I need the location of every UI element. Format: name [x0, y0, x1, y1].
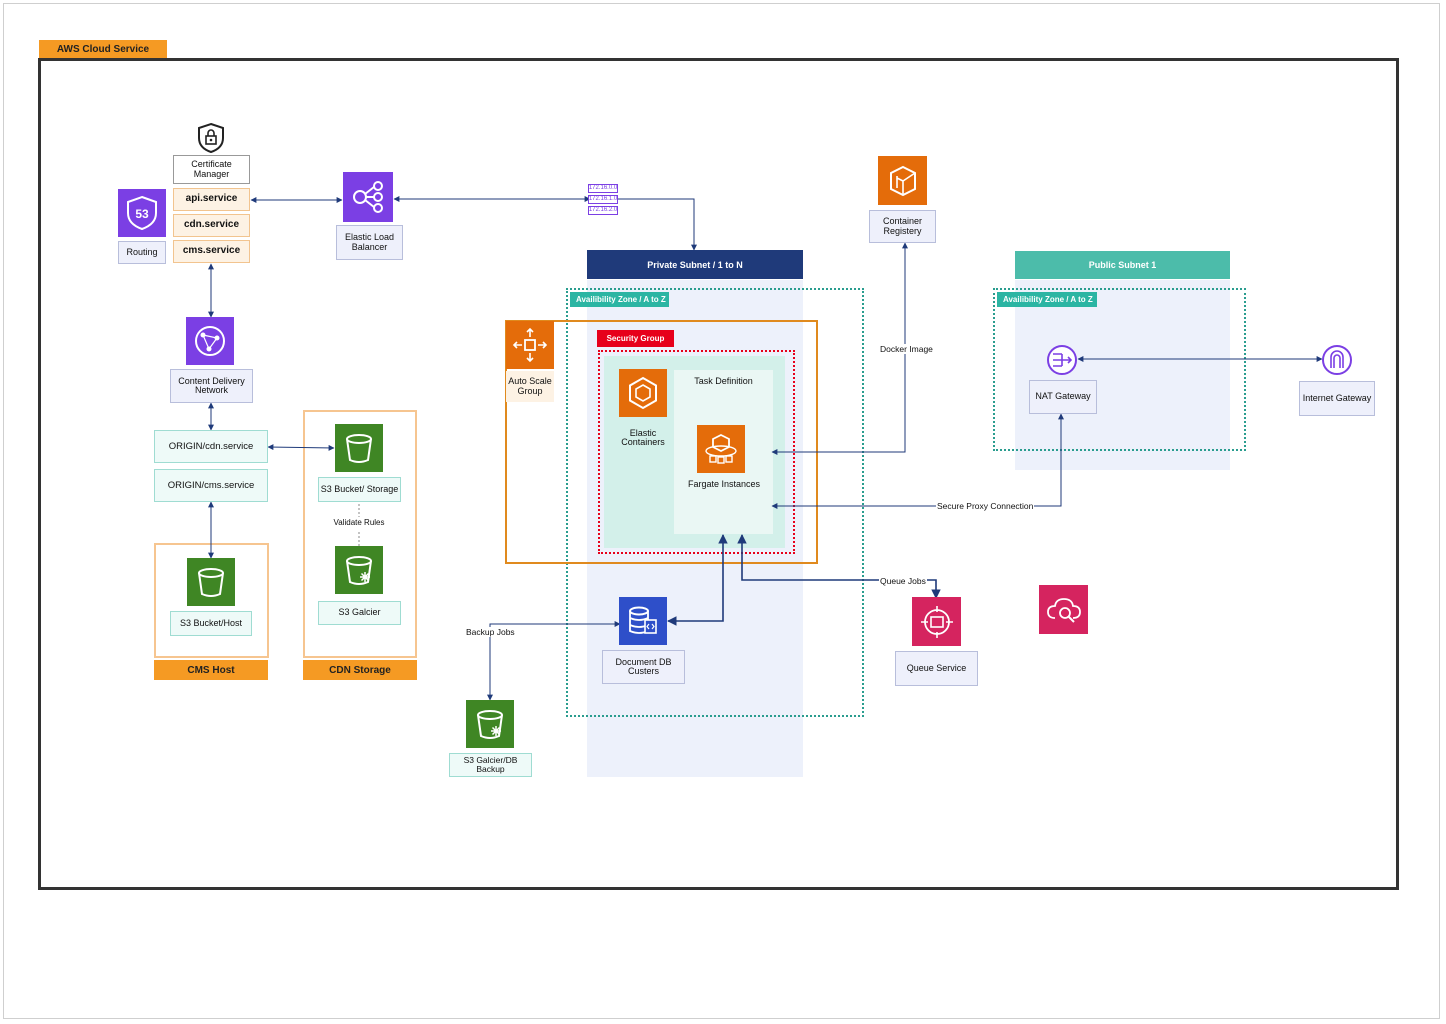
docker-image-label: Docker Image	[879, 344, 934, 354]
page-border	[3, 3, 1440, 1019]
validate-rules-label: Validate Rules	[318, 517, 400, 530]
diagram-title: AWS Cloud Service	[56, 44, 150, 55]
edge-fargate-nat	[771, 413, 1064, 509]
subnet-ip-stack: 172.16.0.0 172.16.1.0 172.16.2.0	[588, 184, 618, 216]
lock-shield-icon	[194, 122, 228, 154]
nat-gateway-label: NAT Gateway	[1029, 380, 1097, 414]
origin-cms-box: ORIGIN/cms.service	[154, 469, 268, 502]
internet-gateway-label: Internet Gateway	[1299, 381, 1375, 416]
s3-host-bucket-icon	[187, 558, 235, 606]
private-subnet-bar: Private Subnet / 1 to N	[587, 250, 803, 279]
edge-fargate-docdb	[667, 534, 728, 626]
queue-jobs-label: Queue Jobs	[879, 576, 927, 586]
backup-glacier-bucket-icon	[466, 700, 514, 748]
secure-proxy-label: Secure Proxy Connection	[936, 501, 1035, 511]
internet-gateway-icon	[1320, 343, 1354, 377]
cdn-storage-tab: CDN Storage	[303, 660, 417, 680]
s3-bucket-host-label: S3 Bucket/Host	[170, 611, 252, 636]
cloudfront-icon	[186, 317, 234, 365]
fargate-instances-label: Fargate Instances	[687, 478, 761, 489]
routing-label: Routing	[118, 241, 166, 264]
cdn-label: Content Delivery Network	[170, 369, 253, 403]
elb-label: Elastic Load Balancer	[336, 225, 403, 260]
s3-bucket-storage-label: S3 Bucket/ Storage	[318, 477, 401, 502]
availability-zone-public-tag: Availibility Zone / A to Z	[997, 292, 1097, 307]
nat-gateway-icon	[1045, 343, 1079, 377]
availability-zone-private-tag: Availibility Zone / A to Z	[570, 292, 669, 307]
ecs-icon	[619, 369, 667, 417]
cms-host-tab: CMS Host	[154, 660, 268, 680]
container-registry-label: Container Registery	[869, 210, 936, 243]
cdn-service-box: cdn.service	[173, 214, 250, 237]
load-balancer-icon	[343, 172, 393, 222]
s3-storage-bucket-icon	[335, 424, 383, 472]
elastic-containers-label: Elastic Containers	[621, 427, 665, 447]
security-group-tag: Security Group	[597, 330, 674, 347]
origin-cdn-box: ORIGIN/cdn.service	[154, 430, 268, 463]
glacier-bucket-icon	[335, 546, 383, 594]
aws-cloud-frame	[38, 58, 1399, 890]
document-db-label: Document DB Custers	[602, 650, 685, 684]
subnet-ip-2: 172.16.1.0	[588, 195, 618, 204]
api-service-box: api.service	[173, 188, 250, 211]
edge-fargate-queue	[737, 534, 941, 599]
cdn-storage-label: CDN Storage	[329, 664, 391, 676]
route53-icon: 53	[118, 189, 166, 237]
subnet-ip-1: 172.16.0.0	[588, 184, 618, 193]
edge-docdb-backup	[487, 621, 621, 701]
subnet-ip-3: 172.16.2.0	[588, 206, 618, 215]
cloud-search-icon	[1039, 585, 1088, 634]
task-definition-label: Task Definition	[694, 376, 753, 387]
edge-origin-bucket	[267, 444, 335, 451]
svg-text:53: 53	[135, 207, 149, 221]
s3-glacier-label: S3 Galcier	[318, 601, 401, 625]
cms-service-box: cms.service	[173, 240, 250, 263]
fargate-icon	[697, 425, 745, 473]
cdn-storage-group	[303, 410, 417, 658]
certificate-manager-label: Certificate Manager	[173, 155, 250, 184]
diagram-title-tab: AWS Cloud Service	[39, 40, 167, 59]
edge-subnets-private	[618, 198, 697, 251]
auto-scale-group-label: Auto Scale Group	[506, 371, 554, 402]
container-registry-icon	[878, 156, 927, 205]
availability-zone-public-box	[993, 288, 1246, 451]
auto-scaling-icon	[506, 321, 554, 369]
cms-host-label: CMS Host	[187, 664, 235, 676]
s3-glacier-db-backup-label: S3 Galcier/DB Backup	[449, 753, 532, 777]
queue-icon	[912, 597, 961, 646]
public-subnet-bar: Public Subnet 1	[1015, 251, 1230, 279]
backup-jobs-label: Backup Jobs	[465, 627, 516, 637]
documentdb-icon	[619, 597, 667, 645]
queue-service-label: Queue Service	[895, 651, 978, 686]
